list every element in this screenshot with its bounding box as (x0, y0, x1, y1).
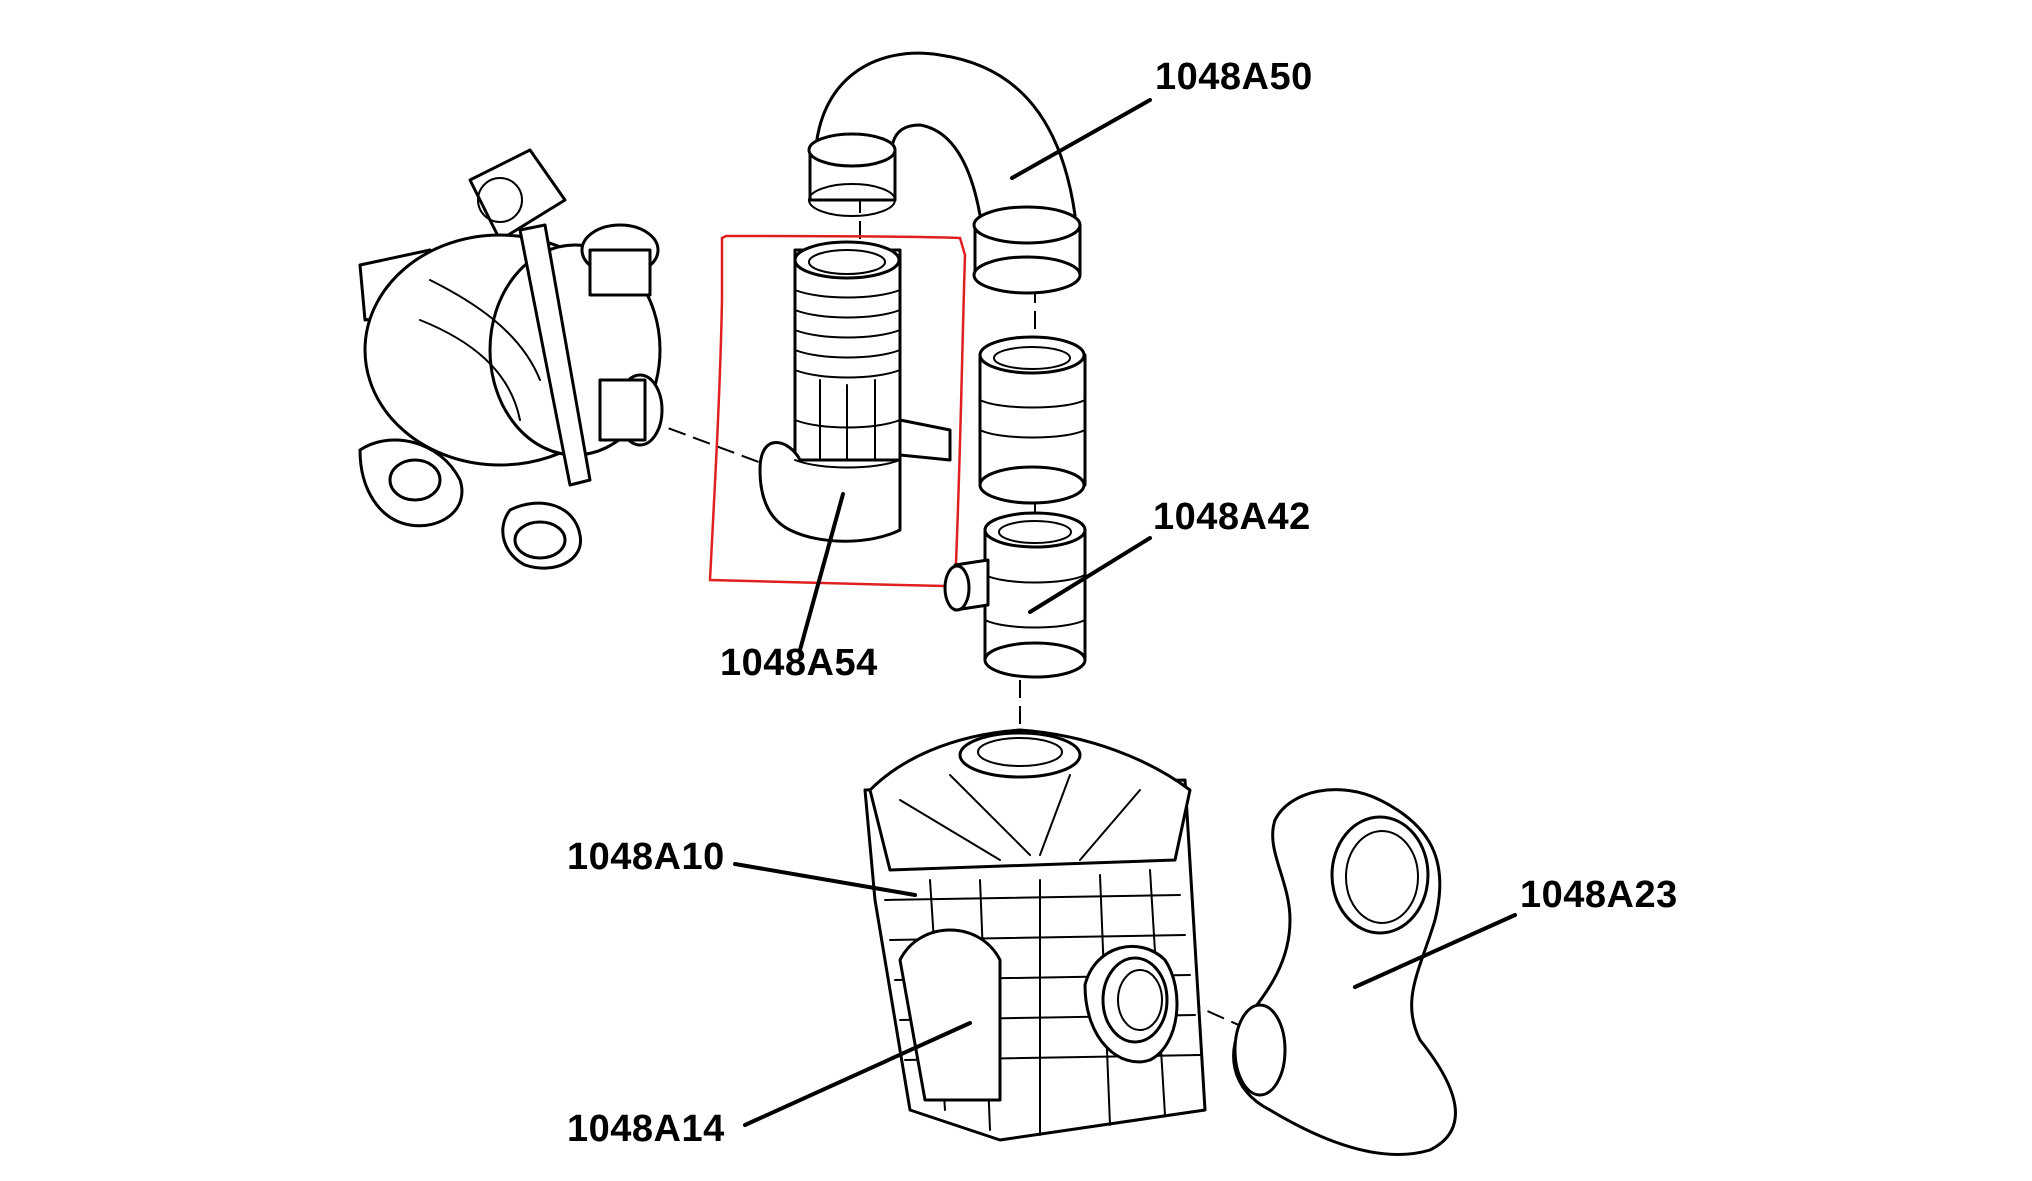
label-1048A23: 1048A23 (1520, 874, 1678, 916)
label-1048A50: 1048A50 (1155, 56, 1313, 98)
part-1048A54-bellows-elbow (758, 240, 952, 543)
label-1048A14: 1048A14 (567, 1108, 725, 1150)
part-1048A42-t-connector (943, 511, 1087, 679)
leader-lines (733, 98, 1517, 1127)
label-1048A10: 1048A10 (567, 836, 725, 878)
turbocharger-illustration (358, 148, 664, 570)
label-1048A42: 1048A42 (1153, 496, 1311, 538)
label-1048A54: 1048A54 (720, 642, 878, 684)
part-1048A23-elbow-duct (1232, 788, 1457, 1156)
part-1048A10-air-filter-housing (863, 728, 1207, 1142)
coupling-sleeve (978, 335, 1087, 505)
part-1048A50-u-hose (807, 51, 1082, 295)
